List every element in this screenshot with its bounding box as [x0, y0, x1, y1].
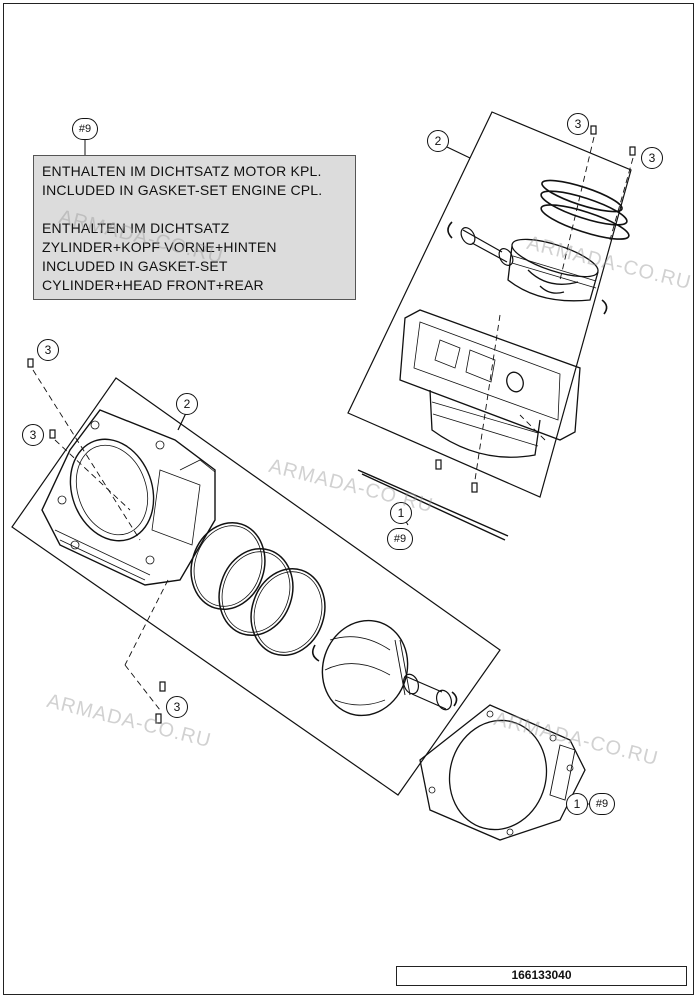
top-pin-b [629, 146, 636, 156]
callout-base-gasket: 1 [390, 502, 412, 524]
main-group-leader [177, 412, 187, 431]
main-cylinder-block [41, 409, 216, 586]
callout-head-gasket: 1 [566, 793, 588, 815]
main-group-outline [11, 377, 501, 796]
note-line: CYLINDER+HEAD FRONT+REAR [42, 277, 264, 293]
main-circlip-right [451, 691, 458, 707]
gasket-note-box: ENTHALTEN IM DICHTSATZ MOTOR KPL. INCLUD… [33, 155, 356, 300]
main-circlip-left [311, 644, 320, 662]
note-line: ENTHALTEN IM DICHTSATZ MOTOR KPL. [42, 163, 322, 179]
main-piston-pin [402, 673, 453, 711]
callout-top-group: 2 [427, 130, 449, 152]
top-group-outline [347, 111, 632, 498]
top-piston [507, 238, 599, 302]
drawing-frame [3, 3, 694, 995]
callout-note-ref: #9 [72, 118, 98, 140]
callout-main-pin-b: 3 [22, 424, 44, 446]
callout-base-gasket-ref: #9 [387, 528, 413, 550]
callout-main-dowel: 3 [166, 696, 188, 718]
note-line: ZYLINDER+KOPF VORNE+HINTEN [42, 239, 277, 255]
top-group-leader [446, 146, 471, 159]
top-base-gasket [357, 469, 509, 541]
main-pin-a [27, 358, 34, 368]
main-dowel-a [159, 681, 166, 692]
top-dowel-b [471, 482, 478, 493]
document-number: 166133040 [396, 966, 687, 986]
callout-head-gasket-ref: #9 [589, 793, 615, 815]
main-dowel-b [155, 713, 162, 724]
note-line: INCLUDED IN GASKET-SET [42, 258, 228, 274]
top-cylinder [399, 309, 581, 458]
callout-main-group: 2 [176, 393, 198, 415]
note-line: ENTHALTEN IM DICHTSATZ [42, 220, 230, 236]
top-dowel-a [435, 459, 442, 470]
note-line: INCLUDED IN GASKET-SET ENGINE CPL. [42, 182, 323, 198]
top-piston-pin [460, 227, 514, 266]
callout-top-pin-a: 3 [567, 113, 589, 135]
top-piston-rings [540, 179, 630, 240]
callout-top-pin-b: 3 [641, 147, 663, 169]
top-pin-a [590, 125, 597, 135]
top-circlip-right [601, 299, 608, 315]
top-circlip-left [447, 221, 453, 239]
callout-main-pin-a: 3 [37, 339, 59, 361]
main-pin-b [49, 429, 56, 439]
main-piston [321, 619, 411, 717]
main-piston-rings [190, 521, 326, 657]
